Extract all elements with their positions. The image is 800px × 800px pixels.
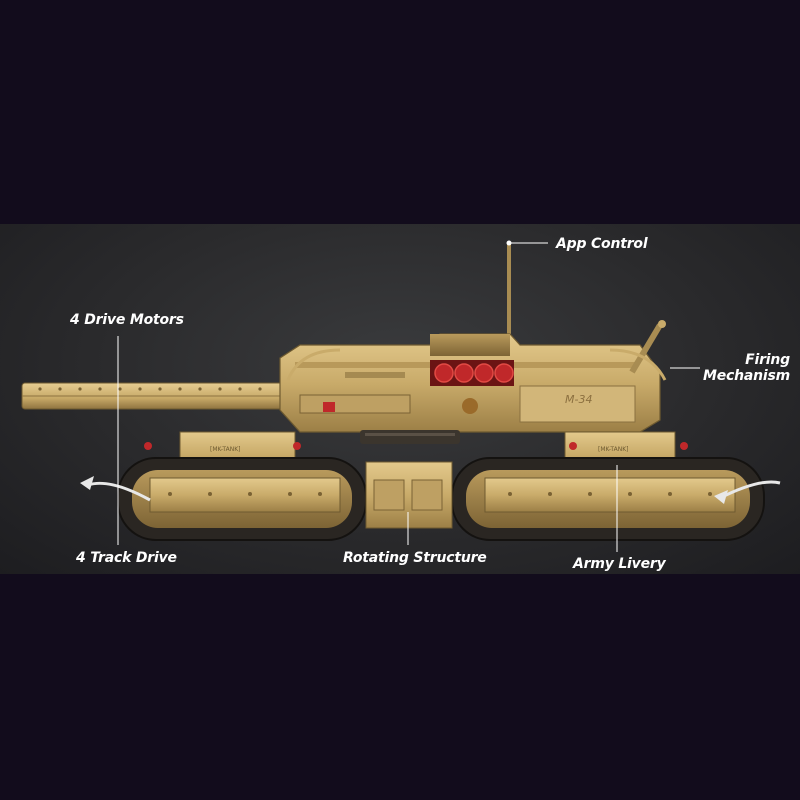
tank-marking: M-34 xyxy=(565,393,592,406)
callout-drive-motors: 4 Drive Motors xyxy=(70,312,184,328)
callout-rotating-structure: Rotating Structure xyxy=(343,550,487,566)
antenna xyxy=(506,240,512,340)
left-track xyxy=(117,457,367,541)
callout-firing-line1: Firing xyxy=(745,352,790,368)
panel-marking-left: [MK-TANK] xyxy=(210,446,241,453)
rotation-arrow-left xyxy=(80,476,151,502)
center-chassis xyxy=(365,461,453,529)
right-track xyxy=(451,457,765,541)
rotating-gear xyxy=(360,430,460,444)
callout-army-livery: Army Livery xyxy=(573,556,666,572)
callout-firing-mechanism: Firing Mechanism xyxy=(700,352,790,384)
turret: M-34 xyxy=(279,320,667,433)
panel-marking-right: [MK-TANK] xyxy=(598,446,629,453)
main-gun-barrel xyxy=(21,382,283,410)
callout-firing-line2: Mechanism xyxy=(702,368,790,384)
callout-track-drive: 4 Track Drive xyxy=(76,550,177,566)
rotation-arrow-right xyxy=(714,480,781,504)
callout-app-control: App Control xyxy=(556,236,648,252)
